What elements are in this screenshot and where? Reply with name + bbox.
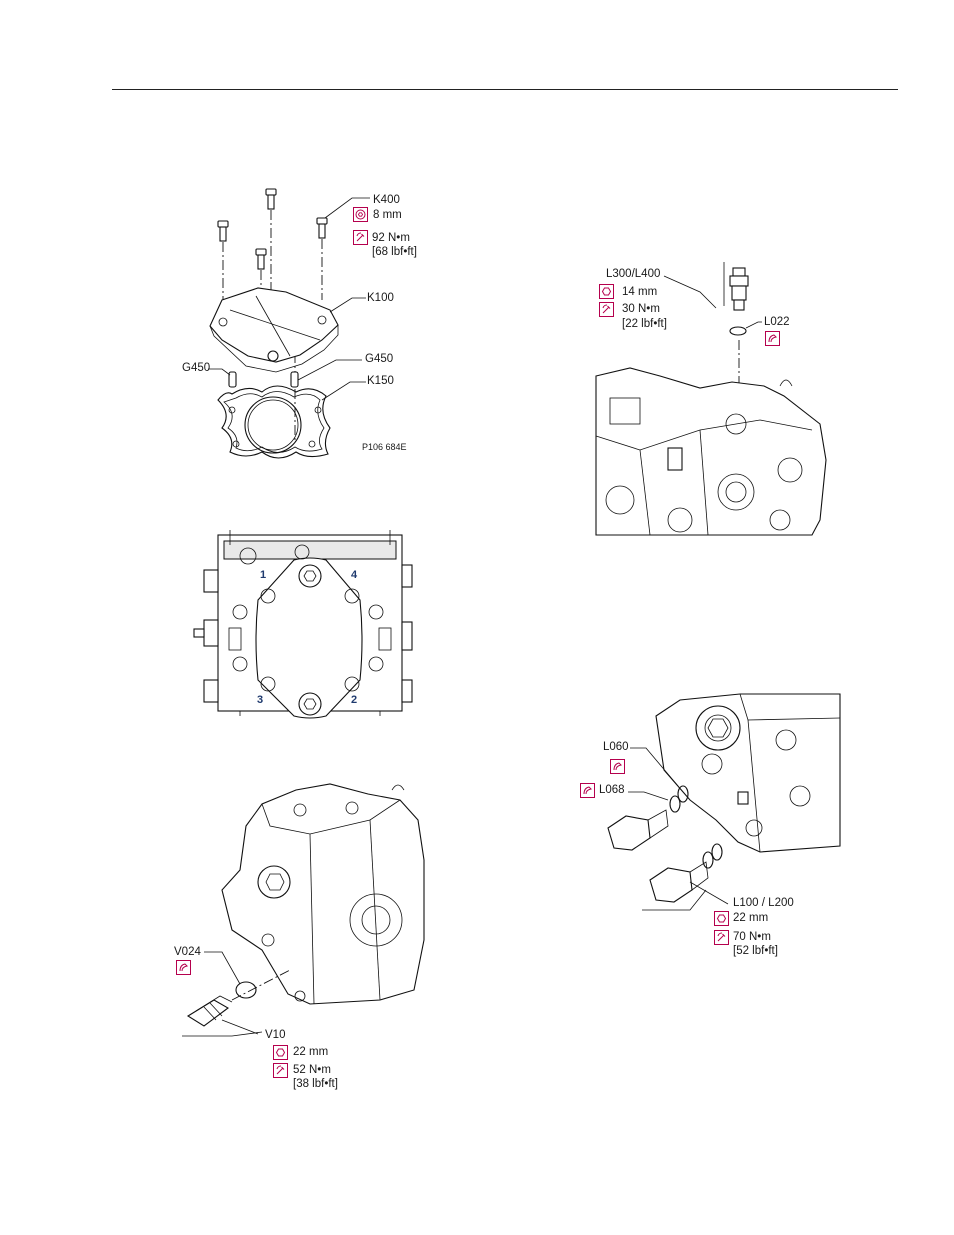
lubricate-icon bbox=[610, 759, 625, 774]
label-k100: K100 bbox=[367, 292, 394, 305]
label-l022: L022 bbox=[764, 316, 790, 329]
sequence-number-1: 1 bbox=[260, 569, 266, 581]
label-g450-right: G450 bbox=[365, 353, 393, 366]
sequence-number-4: 4 bbox=[351, 569, 357, 581]
cover-plate-figure bbox=[208, 189, 370, 458]
torque-wrench-icon bbox=[714, 930, 729, 945]
lubricate-icon bbox=[176, 960, 191, 975]
lubricate-icon bbox=[765, 331, 780, 346]
label-l300: L300/L400 bbox=[606, 268, 660, 281]
lubricate-icon bbox=[580, 783, 595, 798]
label-v10-wrench: 22 mm bbox=[293, 1046, 328, 1059]
label-k400: K400 bbox=[373, 194, 400, 207]
torque-wrench-icon bbox=[353, 230, 368, 245]
label-l100-torque: 70 N•m bbox=[733, 931, 771, 944]
torque-wrench-icon bbox=[599, 302, 614, 317]
label-k400-wrench: 8 mm bbox=[373, 209, 402, 222]
label-l300-torque-imperial: [22 lbf•ft] bbox=[622, 318, 667, 331]
label-l060: L060 bbox=[603, 741, 629, 754]
label-l100-wrench: 22 mm bbox=[733, 912, 768, 925]
label-v10: V10 bbox=[265, 1029, 285, 1042]
hex-wrench-icon bbox=[599, 284, 614, 299]
label-l100: L100 / L200 bbox=[733, 897, 794, 910]
label-l068: L068 bbox=[599, 784, 625, 797]
label-v10-torque-imperial: [38 lbf•ft] bbox=[293, 1078, 338, 1091]
gasket-k150 bbox=[218, 386, 330, 458]
label-v10-torque: 52 N•m bbox=[293, 1064, 331, 1077]
sequence-number-3: 3 bbox=[257, 694, 263, 706]
torque-wrench-icon bbox=[273, 1063, 288, 1078]
valve-l100 bbox=[608, 810, 708, 902]
tightening-sequence-figure bbox=[194, 530, 412, 718]
figure-id: P106 684E bbox=[362, 441, 407, 454]
sequence-number-2: 2 bbox=[351, 694, 357, 706]
label-v024: V024 bbox=[174, 946, 201, 959]
screw-k400 bbox=[218, 189, 327, 269]
label-k400-torque-imperial: [68 lbf•ft] bbox=[372, 246, 417, 259]
hex-socket-icon bbox=[353, 207, 368, 222]
cover-k100 bbox=[210, 288, 338, 372]
label-k400-torque: 92 N•m bbox=[372, 232, 410, 245]
hex-wrench-icon bbox=[273, 1045, 288, 1060]
label-g450-left: G450 bbox=[182, 362, 210, 375]
label-l300-torque: 30 N•m bbox=[622, 303, 660, 316]
valve-l300 bbox=[730, 268, 748, 310]
hex-wrench-icon bbox=[714, 911, 729, 926]
label-k150: K150 bbox=[367, 375, 394, 388]
label-l100-torque-imperial: [52 lbf•ft] bbox=[733, 945, 778, 958]
valve-l100-figure bbox=[608, 694, 840, 910]
label-l300-wrench: 14 mm bbox=[622, 286, 657, 299]
valve-v10-figure bbox=[182, 784, 424, 1036]
